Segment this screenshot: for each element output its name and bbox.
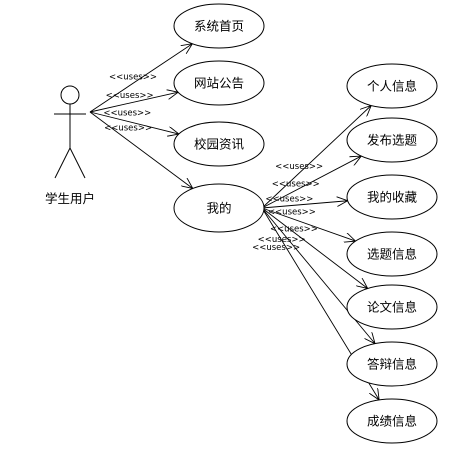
relation-mine-to-thesis: <<uses>>: [261, 207, 368, 288]
relation-mine-to-profile: <<uses>>: [261, 106, 371, 209]
use-case-ellipse: [346, 341, 438, 387]
stereotype-label: <<uses>>: [104, 124, 152, 134]
use-case-ellipse: [173, 3, 265, 49]
stereotype-label: <<uses>>: [272, 179, 320, 189]
use-case-favorites: 我的收藏: [346, 174, 438, 220]
use-case-publish: 发布选题: [346, 117, 438, 163]
relation-actor-to-news: <<uses>>: [89, 108, 179, 134]
actor-left-leg: [54, 147, 71, 179]
stereotype-label: <<uses>>: [252, 243, 300, 253]
relation-arrow: [89, 111, 193, 188]
use-case-label: 答辩信息: [367, 357, 417, 372]
actor-right-leg: [69, 147, 86, 179]
stereotype-label: <<uses>>: [268, 208, 316, 218]
use-case-label: 个人信息: [367, 79, 417, 94]
use-case-ellipse: [346, 284, 438, 330]
relation-arrow: [261, 156, 361, 209]
use-case-ellipse: [173, 183, 265, 233]
relation-actor-to-home: <<uses>>: [89, 44, 192, 113]
stereotype-label: <<uses>>: [109, 72, 157, 82]
use-case-label: 选题信息: [367, 247, 417, 262]
use-case-ellipse: [346, 231, 438, 277]
use-case-notice: 网站公告: [173, 60, 265, 106]
use-case-label: 我的: [206, 201, 231, 216]
use-case-ellipse: [173, 60, 265, 106]
use-case-grades: 成绩信息: [346, 398, 438, 444]
stereotype-label: <<uses>>: [265, 195, 313, 205]
stereotype-label: <<uses>>: [270, 224, 318, 234]
use-case-mine: 我的: [173, 183, 265, 233]
use-case-defense: 答辩信息: [346, 341, 438, 387]
use-case-label: 成绩信息: [367, 414, 417, 429]
use-case-label: 发布选题: [367, 133, 418, 148]
relation-arrow: [89, 111, 179, 134]
actor-head: [60, 85, 80, 105]
relation-arrow: [89, 92, 178, 113]
relation-mine-to-selection: <<uses>>: [261, 207, 356, 242]
use-case-label: 我的收藏: [367, 190, 418, 205]
use-case-ellipse: [346, 117, 438, 163]
use-case-ellipse: [346, 398, 438, 444]
relation-mine-to-favorites: <<uses>>: [261, 195, 348, 209]
relation-arrow: [261, 207, 375, 344]
stereotype-label: <<uses>>: [103, 108, 151, 118]
stereotype-label: <<uses>>: [106, 91, 154, 101]
actor-name: 学生用户: [45, 191, 95, 206]
relations-layer: <<uses>> <<uses>> <<uses>> <<uses>> <<uses>>…: [89, 44, 379, 400]
actor-student-user: 学生用户: [45, 85, 95, 206]
use-case-label: 校园资讯: [194, 137, 245, 152]
relation-arrow: [261, 106, 371, 209]
relation-actor-to-mine: <<uses>>: [89, 111, 193, 188]
use-case-ellipse: [173, 121, 265, 167]
use-case-thesis: 论文信息: [346, 284, 438, 330]
use-case-ellipse: [346, 174, 438, 220]
relation-actor-to-notice: <<uses>>: [89, 91, 178, 113]
relation-mine-to-publish: <<uses>>: [261, 156, 361, 209]
stereotype-label: <<uses>>: [275, 162, 323, 172]
use-case-label: 论文信息: [367, 300, 417, 315]
use-case-selection: 选题信息: [346, 231, 438, 277]
relation-arrow: [89, 44, 192, 113]
use-case-label: 系统首页: [194, 19, 244, 34]
use-case-ellipse: [346, 63, 438, 109]
use-case-home: 系统首页: [173, 3, 265, 49]
use-case-news: 校园资讯: [173, 121, 265, 167]
use-case-profile: 个人信息: [346, 63, 438, 109]
relation-arrow: [261, 201, 348, 209]
relation-arrow: [261, 207, 368, 288]
use-case-label: 网站公告: [194, 76, 244, 91]
relation-arrow: [261, 207, 356, 241]
